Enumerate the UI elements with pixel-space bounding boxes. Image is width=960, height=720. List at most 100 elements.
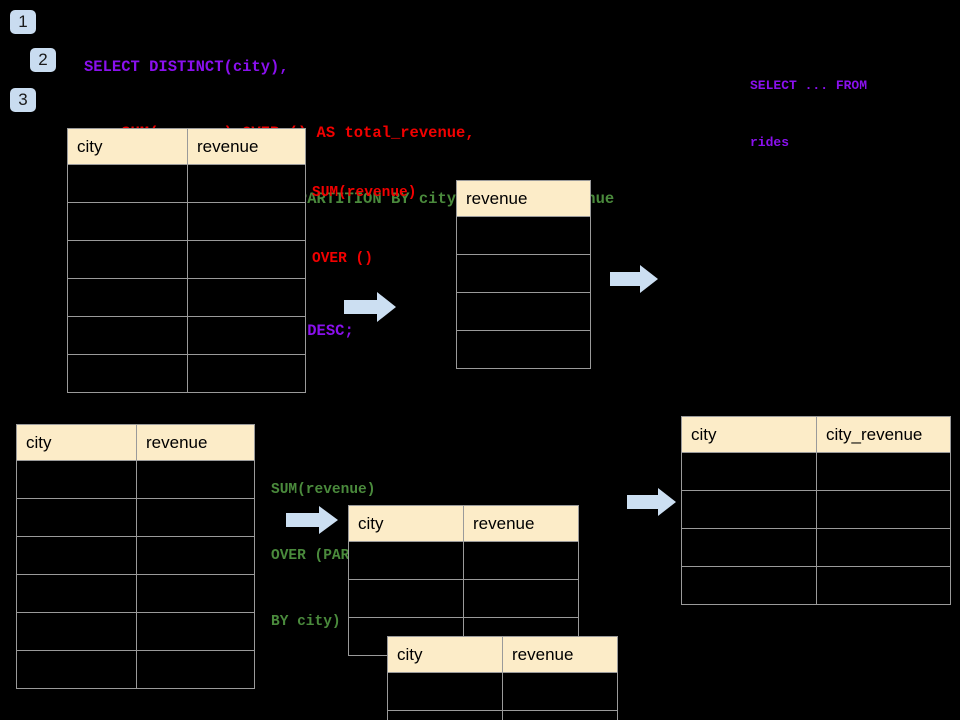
cell-revenue <box>187 164 306 203</box>
cell-city <box>16 650 137 689</box>
right-arrow-icon <box>627 488 676 516</box>
table-header-row: revenue <box>456 180 591 217</box>
table-row <box>387 710 618 720</box>
cell-city <box>67 278 188 317</box>
annotation-city-revenue-line-3: BY city) <box>271 614 341 630</box>
sidenote-select-from: SELECT ... FROM rides <box>750 38 867 190</box>
table-row <box>348 579 579 618</box>
cell-revenue <box>502 710 618 720</box>
annotation-city-revenue-line-1: SUM(revenue) <box>271 482 376 498</box>
right-arrow-icon <box>610 265 658 293</box>
cell-revenue <box>187 202 306 241</box>
arrow-total-to-result <box>610 263 658 300</box>
arrow-source-to-partition <box>286 504 338 541</box>
table-row <box>16 498 255 537</box>
cell-city <box>348 541 464 580</box>
table-row <box>387 672 618 711</box>
cell-city <box>16 460 137 499</box>
table-row <box>67 202 306 241</box>
cell-city <box>681 528 817 567</box>
right-arrow-icon <box>344 292 396 322</box>
rides-source-table-bottom: city revenue <box>16 424 255 689</box>
cell-revenue <box>136 460 255 499</box>
cell-city-revenue <box>816 452 951 491</box>
cell-city-revenue <box>816 528 951 567</box>
cell-city <box>387 672 503 711</box>
table-header-row: city revenue <box>348 505 579 542</box>
table-row <box>16 612 255 651</box>
table-row <box>456 216 591 255</box>
column-header-revenue: revenue <box>187 128 306 165</box>
cell-revenue <box>502 672 618 711</box>
table-row <box>681 452 951 491</box>
cell-city <box>67 354 188 393</box>
table-row <box>16 574 255 613</box>
sql-line-select: SELECT DISTINCT(city), <box>84 58 289 76</box>
sidenote-line-2: rides <box>750 135 790 150</box>
column-header-city-revenue: city_revenue <box>816 416 951 453</box>
cell-city-revenue <box>816 490 951 529</box>
cell-revenue <box>463 541 579 580</box>
step-badge-1: 1 <box>10 10 36 34</box>
cell-revenue <box>136 612 255 651</box>
annotation-total-revenue: SUM(revenue) OVER () <box>312 138 416 314</box>
annotation-total-revenue-line-2: OVER () <box>312 251 373 267</box>
cell-city <box>681 452 817 491</box>
cell-city <box>67 164 188 203</box>
cell-city <box>16 536 137 575</box>
table-header-row: city city_revenue <box>681 416 951 453</box>
column-header-city: city <box>681 416 817 453</box>
cell-revenue <box>187 240 306 279</box>
table-row <box>67 240 306 279</box>
table-row <box>16 536 255 575</box>
table-row <box>67 354 306 393</box>
column-header-city: city <box>387 636 503 673</box>
cell-revenue <box>136 574 255 613</box>
right-arrow-icon <box>286 506 338 534</box>
cell-revenue <box>136 536 255 575</box>
arrow-source-to-total <box>344 290 396 329</box>
cell-city <box>16 612 137 651</box>
table-row <box>67 316 306 355</box>
table-row <box>456 292 591 331</box>
cell-city <box>681 566 817 605</box>
step-badge-2: 2 <box>30 48 56 72</box>
column-header-revenue: revenue <box>136 424 255 461</box>
step-badge-3: 3 <box>10 88 36 112</box>
result-table: city city_revenue <box>681 416 951 605</box>
sidenote-line-1: SELECT ... FROM <box>750 78 868 93</box>
table-row <box>681 566 951 605</box>
table-row <box>456 330 591 369</box>
cell-city <box>16 498 137 537</box>
cell-revenue <box>456 254 591 293</box>
partition-group-table-front: city revenue <box>387 636 618 720</box>
cell-revenue <box>136 498 255 537</box>
cell-revenue <box>187 316 306 355</box>
table-row <box>67 278 306 317</box>
column-header-city: city <box>348 505 464 542</box>
cell-revenue <box>187 354 306 393</box>
total-revenue-table: revenue <box>456 180 591 369</box>
column-header-city: city <box>67 128 188 165</box>
cell-city <box>67 202 188 241</box>
cell-city <box>67 316 188 355</box>
cell-city-revenue <box>816 566 951 605</box>
partition-group-table-back: city revenue <box>348 505 579 656</box>
arrow-partition-to-result <box>627 486 676 523</box>
rides-source-table-top: city revenue <box>67 128 306 393</box>
cell-revenue <box>463 579 579 618</box>
cell-city <box>16 574 137 613</box>
cell-city <box>67 240 188 279</box>
cell-revenue <box>456 330 591 369</box>
table-row <box>16 460 255 499</box>
table-row <box>681 528 951 567</box>
table-header-row: city revenue <box>387 636 618 673</box>
column-header-revenue: revenue <box>463 505 579 542</box>
table-header-row: city revenue <box>67 128 306 165</box>
table-row <box>456 254 591 293</box>
table-row <box>681 490 951 529</box>
column-header-city: city <box>16 424 137 461</box>
annotation-total-revenue-line-1: SUM(revenue) <box>312 185 417 201</box>
cell-city <box>681 490 817 529</box>
